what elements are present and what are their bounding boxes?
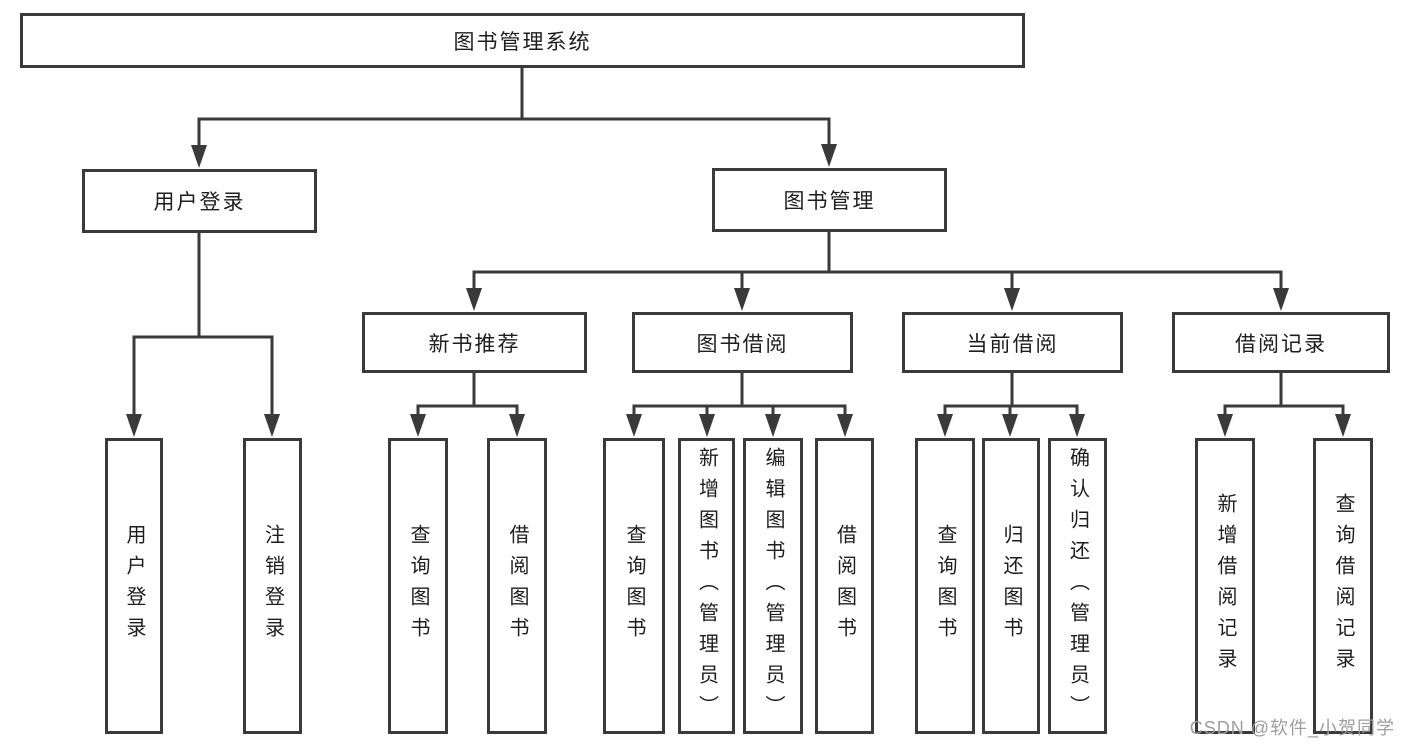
node-new-book-recommend: 新书推荐	[362, 312, 587, 373]
arrowheads	[126, 144, 1351, 437]
root-label: 图书管理系统	[453, 30, 592, 54]
leaf-newbooks-borrow-books: 借阅图书	[487, 438, 547, 734]
leaf-logout: 注销登录	[243, 438, 302, 734]
book-borrowing-label: 图书借阅	[696, 332, 789, 356]
leaf-logout-label: 注销登录	[261, 524, 284, 648]
leaf-borrow-query-books: 查询图书	[603, 438, 665, 734]
leaf-user-login-label: 用户登录	[123, 524, 145, 648]
leaf-edit-books-admin-label: 编辑图书（管理员）	[762, 446, 784, 726]
leaf-confirm-return-admin: 确认归还（管理员）	[1048, 438, 1107, 734]
borrowing-records-label: 借阅记录	[1235, 332, 1327, 356]
node-book-management: 图书管理	[712, 168, 947, 232]
leaf-query-borrow-record: 查询借阅记录	[1313, 438, 1373, 734]
leaf-return-books-label: 归还图书	[1000, 524, 1022, 648]
connector-userlogin-to-leaves	[132, 233, 274, 419]
leaf-add-borrow-record-label: 新增借阅记录	[1214, 493, 1236, 679]
leaf-add-borrow-record: 新增借阅记录	[1195, 438, 1255, 734]
new-book-recommend-label: 新书推荐	[428, 332, 521, 356]
leaf-borrow-borrow-books-label: 借阅图书	[833, 524, 856, 648]
current-borrowing-label: 当前借阅	[966, 332, 1059, 356]
node-library-management-system: 图书管理系统	[20, 13, 1025, 68]
connector-bookmgmt-to-level3	[472, 232, 1283, 293]
leaf-add-books-admin-label: 新增图书（管理员）	[695, 446, 718, 726]
node-user-login: 用户登录	[82, 169, 317, 233]
leaf-edit-books-admin: 编辑图书（管理员）	[743, 438, 803, 734]
leaf-newbooks-borrow-books-label: 借阅图书	[506, 524, 528, 648]
leaf-newbooks-query-books-label: 查询图书	[407, 524, 429, 648]
connector-root-to-level2	[197, 68, 831, 150]
leaf-return-books: 归还图书	[982, 438, 1040, 734]
node-borrowing-records: 借阅记录	[1172, 312, 1390, 373]
leaf-current-query-books-label: 查询图书	[934, 524, 956, 648]
node-book-borrowing: 图书借阅	[632, 312, 853, 373]
leaf-add-books-admin: 新增图书（管理员）	[678, 438, 735, 734]
connector-borrowrecords-to-leaves	[1223, 373, 1345, 419]
connector-newbooks-to-leaves	[416, 373, 519, 419]
leaf-borrow-borrow-books: 借阅图书	[815, 438, 874, 734]
leaf-query-borrow-record-label: 查询借阅记录	[1332, 493, 1354, 679]
user-login-label: 用户登录	[153, 191, 246, 214]
book-management-label: 图书管理	[783, 190, 876, 213]
leaf-confirm-return-admin-label: 确认归还（管理员）	[1066, 446, 1089, 726]
leaf-current-query-books: 查询图书	[915, 438, 975, 734]
leaf-user-login: 用户登录	[105, 438, 163, 734]
node-current-borrowing: 当前借阅	[902, 312, 1123, 373]
csdn-watermark: CSDN @软件_小贺同学	[1189, 718, 1395, 738]
leaf-borrow-query-books-label: 查询图书	[623, 524, 645, 648]
connector-currentborrow-to-leaves	[943, 373, 1079, 419]
connector-bookborrow-to-leaves	[632, 373, 847, 419]
leaf-newbooks-query-books: 查询图书	[388, 438, 448, 734]
